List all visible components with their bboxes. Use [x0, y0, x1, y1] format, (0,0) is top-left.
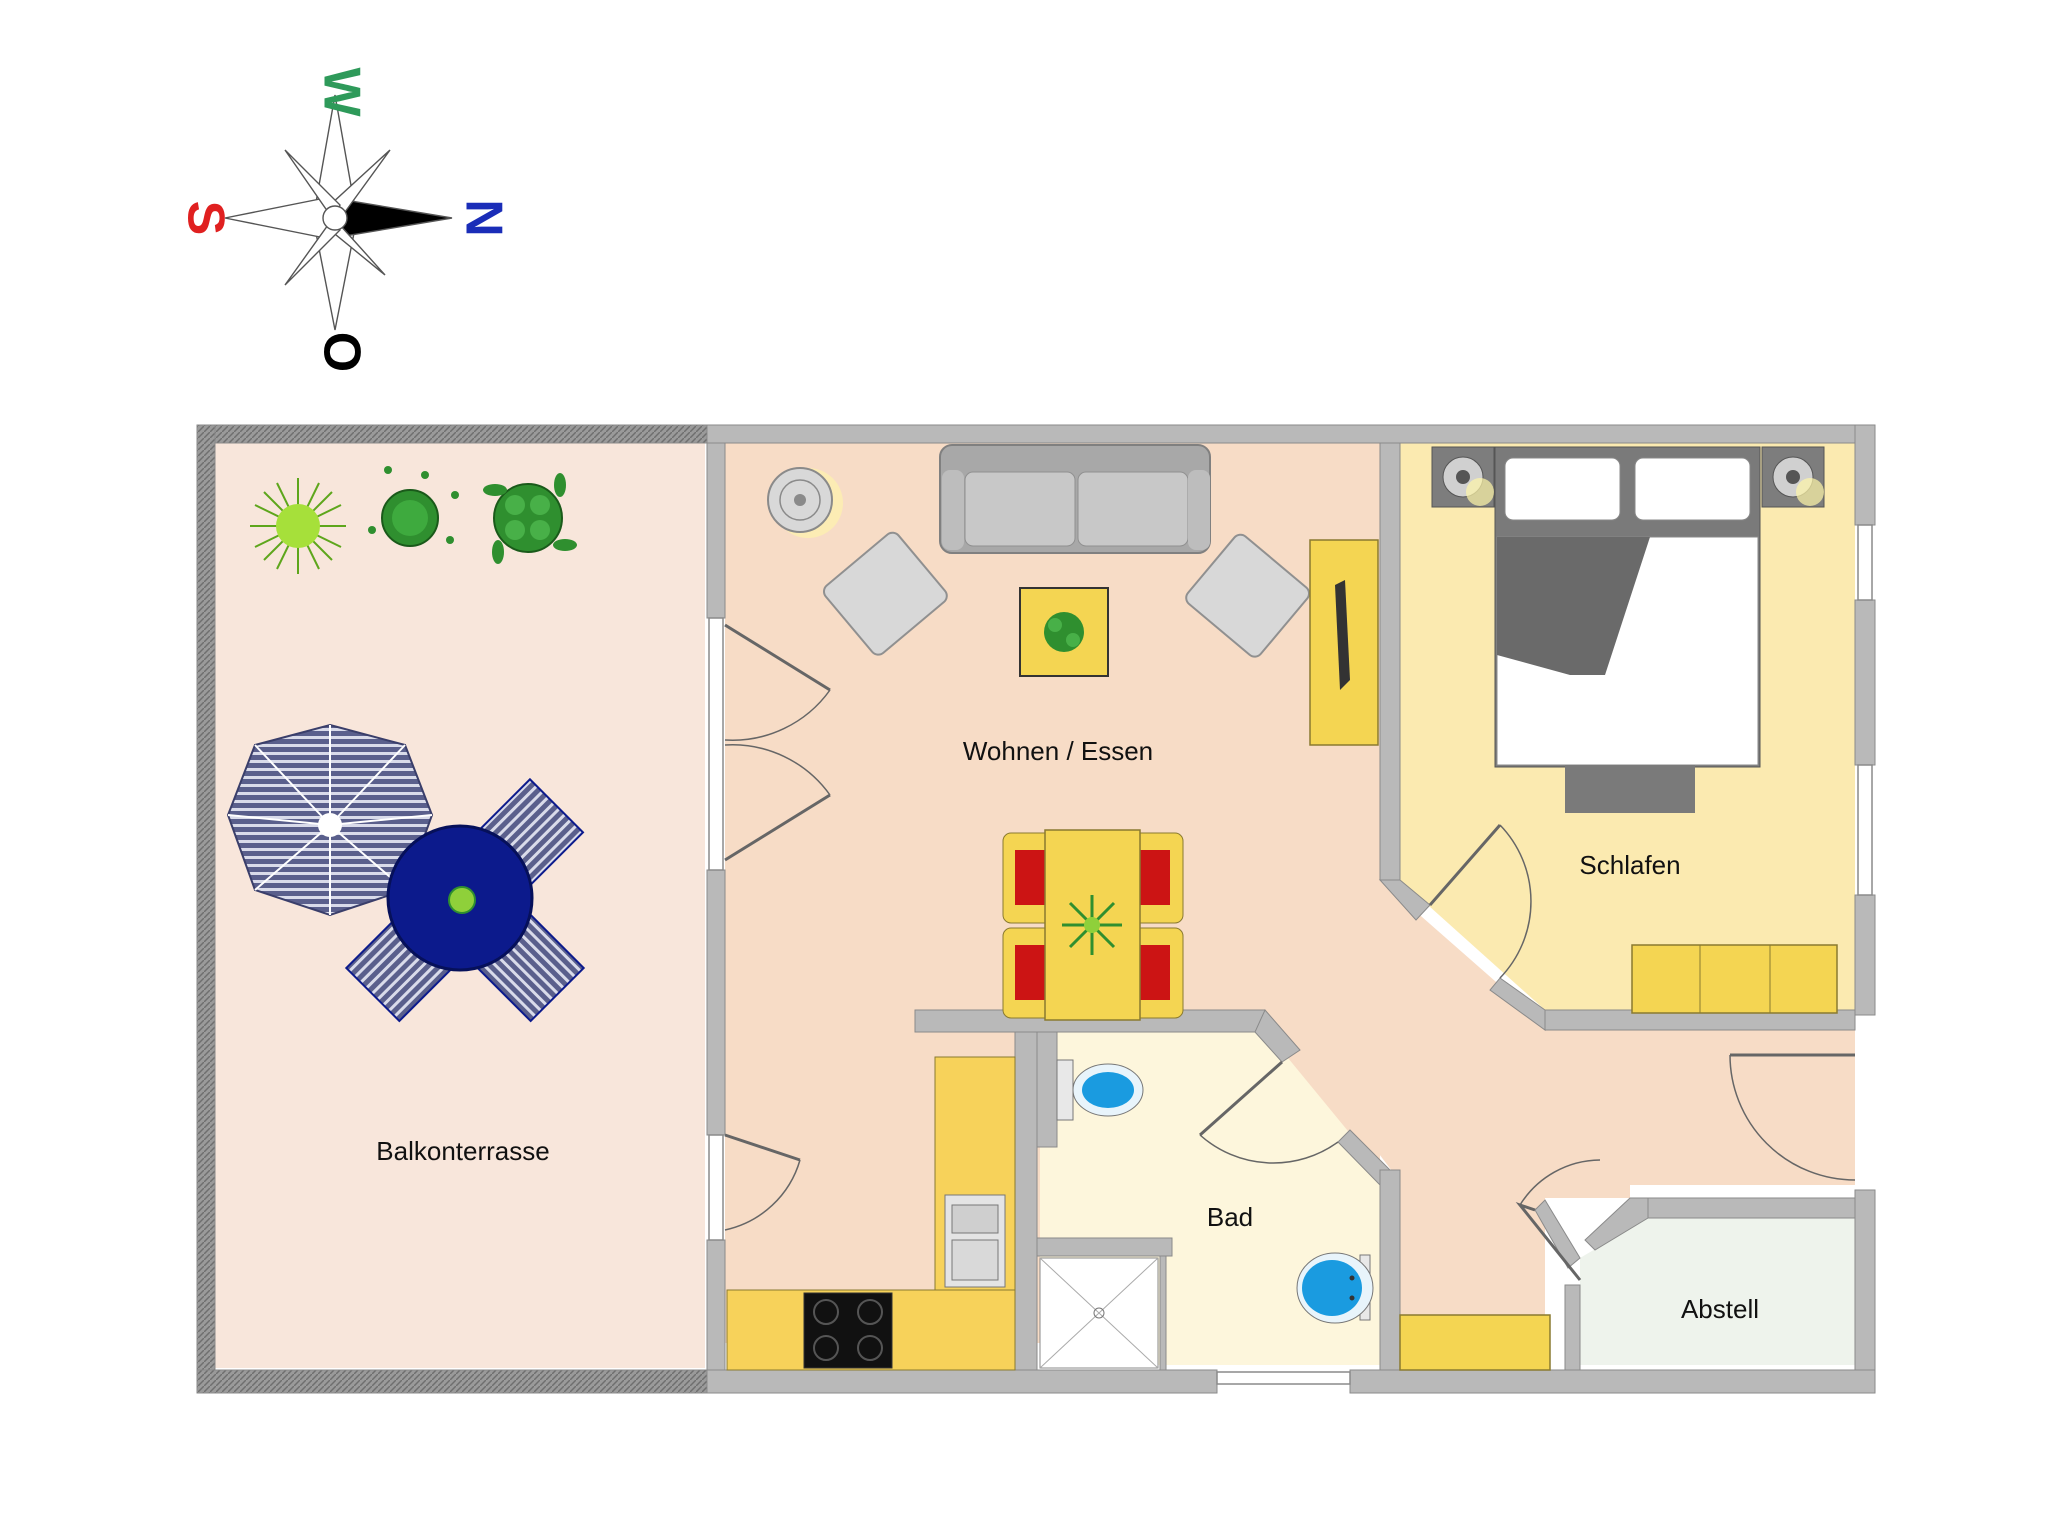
wall-storage-left: [1564, 1284, 1581, 1371]
parasol-icon: [226, 723, 434, 917]
wall-balcony-upper: [706, 442, 726, 619]
wall-right-upper: [1854, 424, 1876, 526]
window-balcony-door: [708, 617, 724, 871]
compass-north-label: N: [454, 199, 512, 237]
coffee-table-icon: [1019, 587, 1109, 677]
wall-storage-diagonal: [1534, 1199, 1581, 1269]
balcony-furniture: [226, 466, 586, 1023]
room-label-bath: Bad: [1207, 1202, 1253, 1232]
plant-icon: [368, 466, 459, 547]
room-label-living: Wohnen / Essen: [963, 736, 1153, 766]
windows: [708, 524, 1873, 1385]
hall-furniture: [1399, 1314, 1551, 1371]
cooktop-icon: [803, 1292, 893, 1369]
compass-rose-icon: [224, 94, 453, 331]
washbasin-icon: [1296, 1252, 1374, 1324]
balcony-parapet-top: [196, 424, 708, 444]
balcony-double-door: [724, 623, 831, 862]
bath-fixtures: [1039, 1059, 1374, 1369]
living-furniture: [767, 444, 1379, 1021]
plant-icon: [250, 478, 346, 574]
compass-west-label: W: [312, 67, 370, 117]
toilet-icon: [1056, 1059, 1144, 1121]
balcony-parapet-left: [196, 424, 216, 1394]
room-label-storage: Abstell: [1681, 1294, 1759, 1324]
wall-shower: [1036, 1237, 1173, 1257]
bedroom-door: [1428, 824, 1532, 979]
window-right-1: [1857, 524, 1873, 601]
compass: N S W O: [176, 67, 512, 372]
wall-wc-niche: [1036, 1031, 1058, 1148]
armchair-icon: [1185, 533, 1311, 658]
bedroom-furniture: [1431, 446, 1838, 1014]
dining-table-icon: [1002, 829, 1184, 1021]
shower-tray-icon: [1039, 1257, 1159, 1369]
wall-bedroom-left: [1379, 442, 1401, 881]
wall-balcony-mid: [706, 869, 726, 1136]
wardrobe-icon: [1631, 944, 1838, 1014]
entrance-door: [1729, 1053, 1856, 1181]
storage-floor: [1580, 1218, 1855, 1365]
armchair-icon: [822, 531, 948, 656]
wall-top: [706, 424, 1876, 444]
plant-icon: [483, 473, 577, 564]
window-right-2: [1857, 764, 1873, 896]
shoe-cabinet-icon: [1399, 1314, 1551, 1371]
sofa-icon: [939, 444, 1211, 554]
hall-floor: [1040, 880, 1855, 1360]
balcony-door-lower: [724, 1133, 801, 1231]
wall-storage-corner: [1584, 1197, 1649, 1251]
wall-bottom-left: [706, 1369, 1218, 1394]
room-labels: Balkonterrasse Wohnen / Essen Schlafen B…: [376, 736, 1759, 1324]
wall-right-lower: [1854, 1189, 1876, 1394]
wall-shower-side: [1159, 1255, 1167, 1371]
tv-sideboard-icon: [1309, 539, 1379, 746]
bed-icon: [1494, 446, 1761, 813]
nightstand-lamp-icon: [1761, 446, 1825, 508]
floor-lamp-icon: [767, 467, 843, 538]
room-label-balcony: Balkonterrasse: [376, 1136, 549, 1166]
balcony-parapet-bottom: [196, 1369, 708, 1394]
doors: [724, 623, 1856, 1281]
window-balcony-door2: [708, 1134, 724, 1241]
walls: [196, 424, 1876, 1394]
compass-south-label: S: [176, 201, 234, 236]
wall-right-mid2: [1854, 894, 1876, 1016]
patio-table-icon: [386, 824, 534, 972]
wall-storage-top: [1647, 1197, 1856, 1219]
wall-bottom-right: [1349, 1369, 1876, 1394]
wall-right-mid1: [1854, 599, 1876, 766]
compass-east-label: O: [312, 332, 370, 372]
window-bath: [1216, 1371, 1351, 1385]
nightstand-lamp-icon: [1431, 446, 1495, 508]
wall-balcony-lower: [706, 1239, 726, 1371]
wall-bath-right: [1379, 1169, 1401, 1371]
kitchen: [726, 1056, 1016, 1371]
bath-door: [1199, 1060, 1339, 1164]
room-label-bedroom: Schlafen: [1579, 850, 1680, 880]
storage-door: [1515, 1159, 1601, 1281]
kitchen-sink-icon: [944, 1194, 1006, 1288]
wall-kitchen-bath: [1014, 1031, 1038, 1371]
